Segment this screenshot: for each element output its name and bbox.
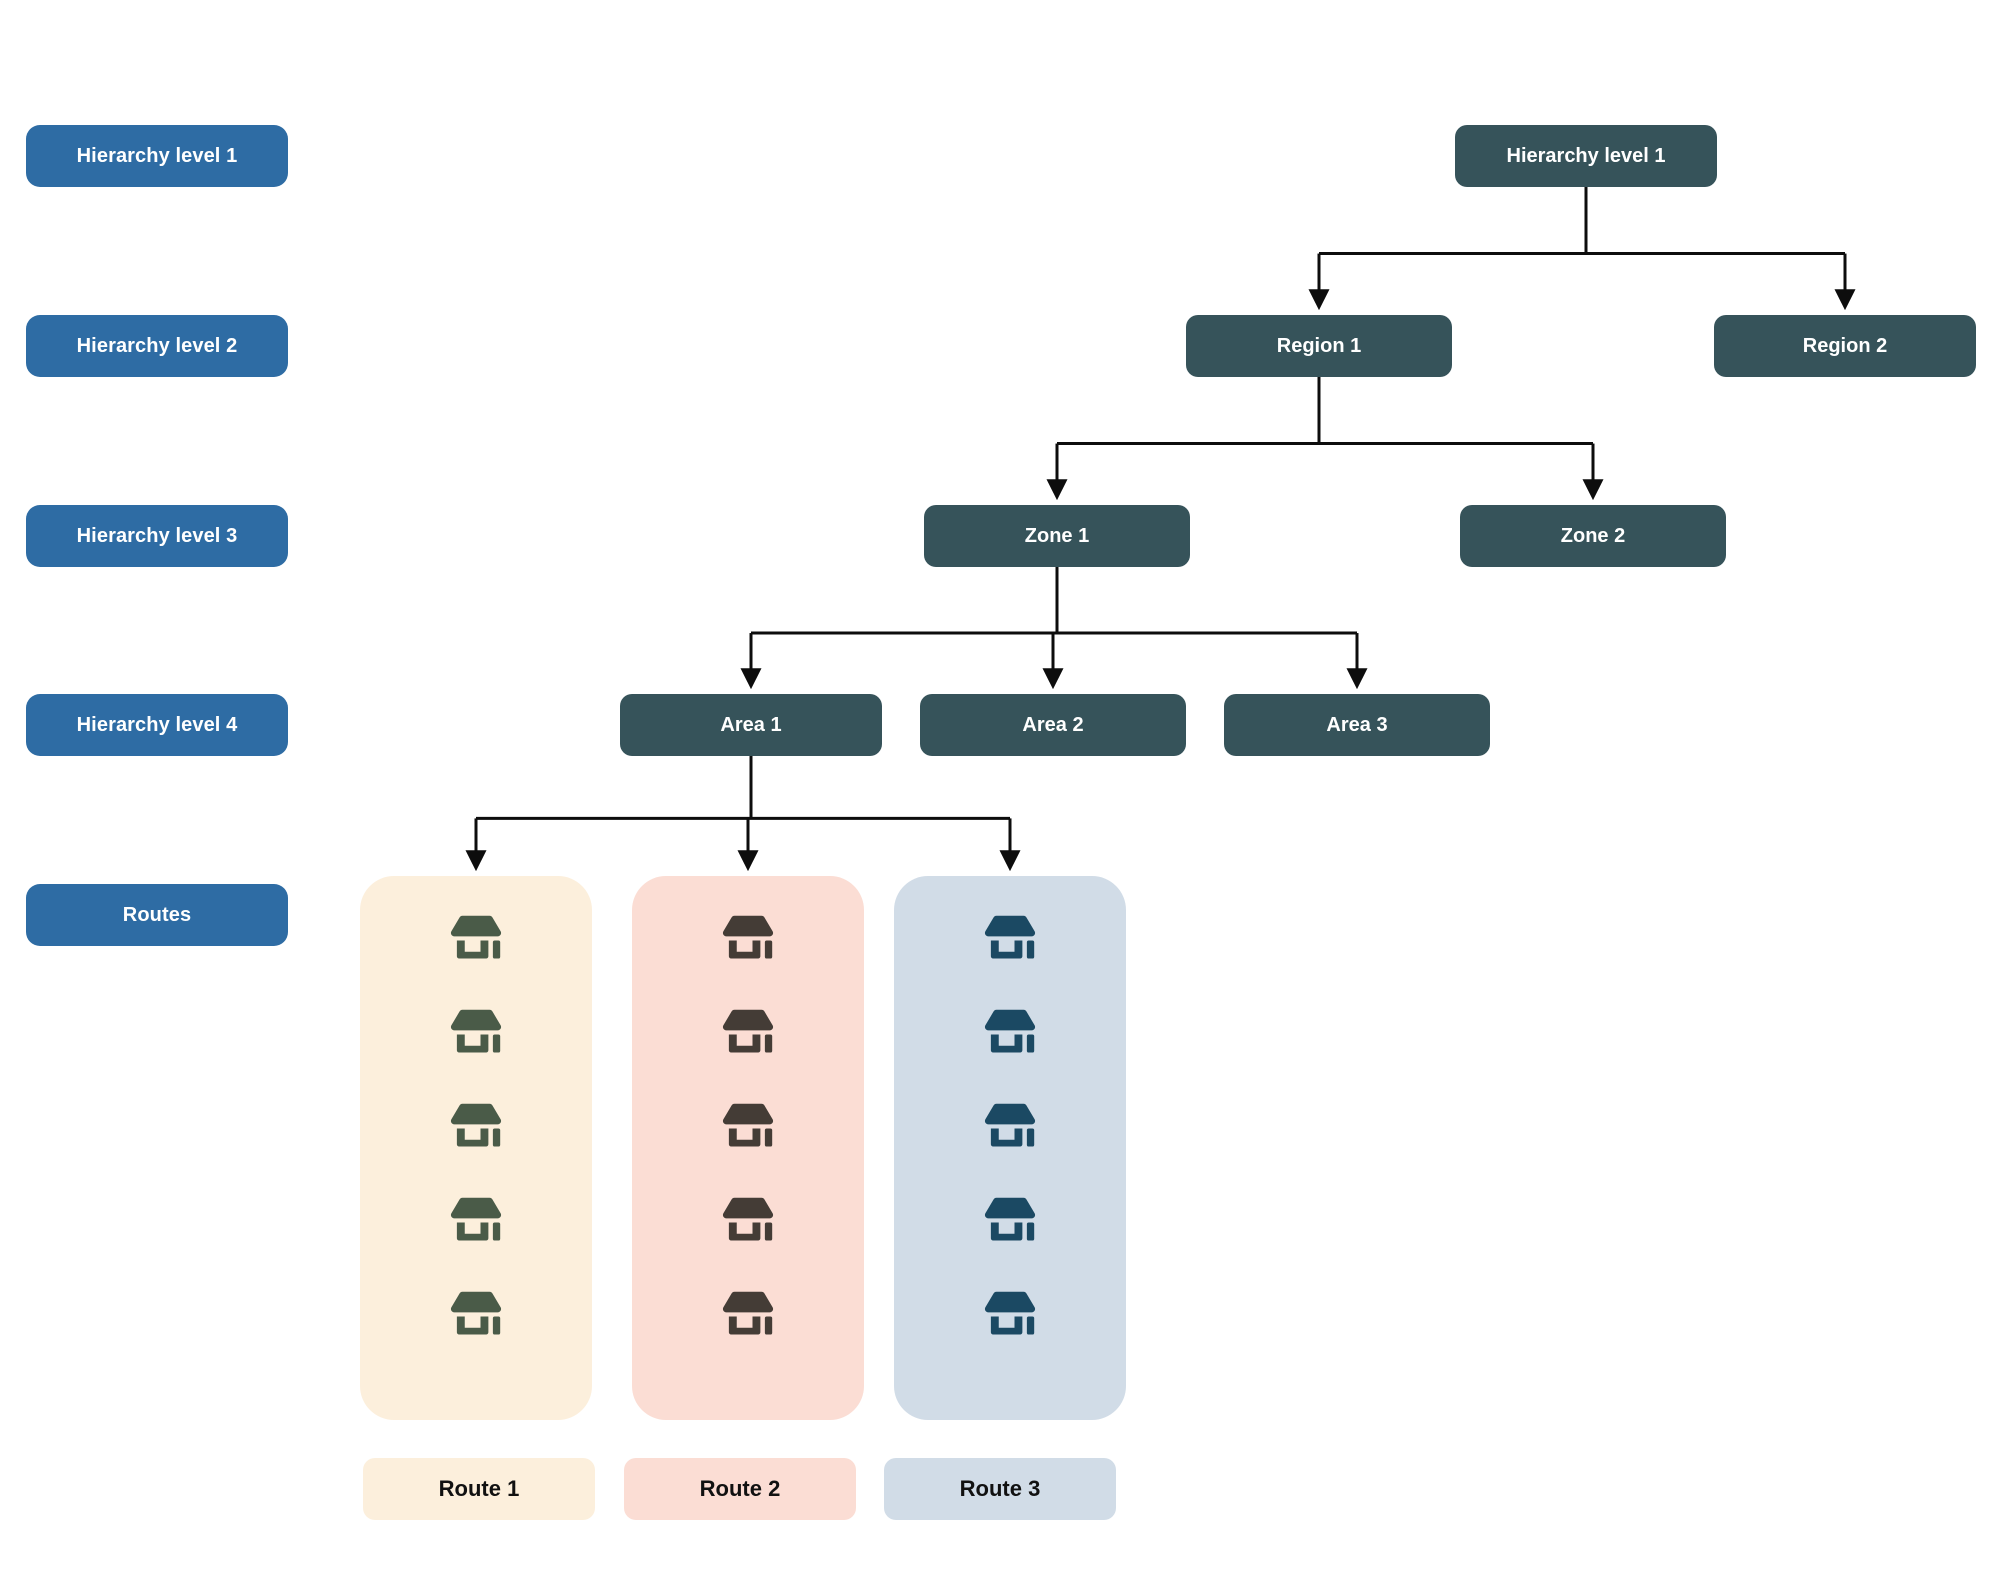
node-area-3[interactable]: Area 3 (1224, 694, 1490, 756)
node-area-2[interactable]: Area 2 (920, 694, 1186, 756)
route-label-text: Route 1 (438, 1476, 520, 1501)
legend-pill-hierarchy-level-3: Hierarchy level 3 (26, 505, 288, 567)
node-hierarchy-level-1[interactable]: Hierarchy level 1 (1455, 125, 1717, 187)
store-icon (450, 1197, 502, 1241)
store-icon (722, 1103, 774, 1147)
node-label: Zone 1 (1024, 524, 1090, 547)
node-region-2[interactable]: Region 2 (1714, 315, 1976, 377)
node-label: Area 1 (720, 713, 782, 736)
route-label-route3[interactable]: Route 3 (884, 1458, 1116, 1520)
node-label: Region 2 (1802, 334, 1888, 357)
route-column-route3[interactable] (894, 876, 1126, 1420)
node-region-1[interactable]: Region 1 (1186, 315, 1452, 377)
node-label: Region 1 (1276, 334, 1362, 357)
node-area-1[interactable]: Area 1 (620, 694, 882, 756)
node-label: Zone 2 (1560, 524, 1626, 547)
legend-pill-label: Routes (122, 903, 192, 926)
store-icon (450, 915, 502, 959)
node-zone-1[interactable]: Zone 1 (924, 505, 1190, 567)
store-icon (722, 1197, 774, 1241)
legend-pill-hierarchy-level-2: Hierarchy level 2 (26, 315, 288, 377)
legend-pill-label: Hierarchy level 1 (76, 144, 238, 167)
store-icon (984, 1291, 1036, 1335)
store-icon (722, 1291, 774, 1335)
route-label-text: Route 2 (699, 1476, 781, 1501)
node-zone-2[interactable]: Zone 2 (1460, 505, 1726, 567)
route-label-route2[interactable]: Route 2 (624, 1458, 856, 1520)
node-label: Area 2 (1022, 713, 1084, 736)
store-icon (722, 915, 774, 959)
route-column-route1[interactable] (360, 876, 592, 1420)
store-icon (984, 1009, 1036, 1053)
store-icon (450, 1291, 502, 1335)
route-column-route2[interactable] (632, 876, 864, 1420)
legend-pill-routes: Routes (26, 884, 288, 946)
store-icon (722, 1009, 774, 1053)
route-label-route1[interactable]: Route 1 (363, 1458, 595, 1520)
store-icon (984, 1103, 1036, 1147)
node-label: Hierarchy level 1 (1506, 144, 1666, 167)
route-label-text: Route 3 (959, 1476, 1041, 1501)
legend-pill-hierarchy-level-1: Hierarchy level 1 (26, 125, 288, 187)
legend-pill-hierarchy-level-4: Hierarchy level 4 (26, 694, 288, 756)
legend-pill-label: Hierarchy level 4 (76, 713, 238, 736)
store-icon (450, 1009, 502, 1053)
legend-pill-label: Hierarchy level 3 (76, 524, 238, 547)
node-label: Area 3 (1326, 713, 1388, 736)
store-icon (984, 915, 1036, 959)
store-icon (984, 1197, 1036, 1241)
legend-pill-label: Hierarchy level 2 (76, 334, 238, 357)
store-icon (450, 1103, 502, 1147)
